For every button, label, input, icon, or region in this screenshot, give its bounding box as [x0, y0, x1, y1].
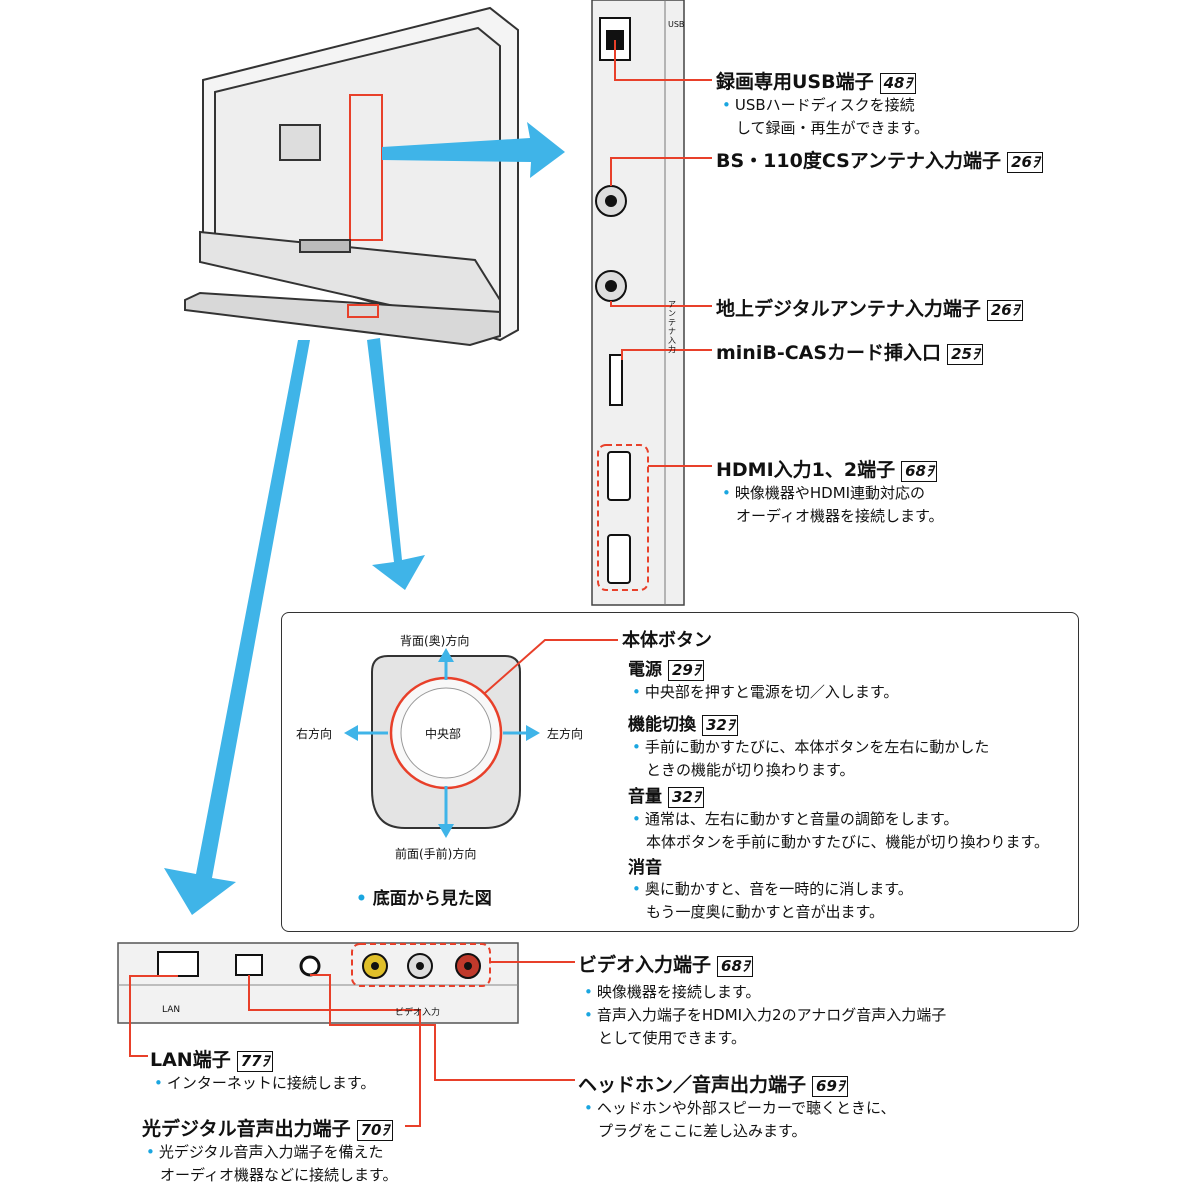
dir-front-label: 前面(手前)方向 — [395, 847, 477, 861]
side-leader-lines — [610, 40, 712, 467]
hdmi-title: HDMI入力1、2端子 — [716, 459, 896, 481]
mute-item: 消音 •奥に動かすと、音を一時的に消します。 もう一度奥に動かすと音が出ます。 — [628, 858, 913, 921]
dir-left-label: 左方向 — [547, 727, 584, 741]
center-label: 中央部 — [425, 727, 462, 741]
optical-title: 光デジタル音声出力端子 — [142, 1118, 351, 1140]
usb-desc-2: して録画・再生ができます。 — [736, 119, 930, 137]
button-heading: 本体ボタン — [622, 630, 712, 651]
caption: • 底面から見た図 — [356, 889, 492, 909]
bcas-title: miniB-CASカード挿入口 — [716, 342, 942, 364]
lan-title: LAN端子 — [150, 1049, 231, 1071]
video-title: ビデオ入力端子 — [578, 954, 712, 976]
terrestrial-title: 地上デジタルアンテナ入力端子 — [716, 298, 981, 320]
direction-arrows — [344, 648, 540, 838]
dir-right-label: 右方向 — [296, 727, 333, 741]
body-button-panel — [281, 612, 1079, 932]
button-leader-line — [484, 639, 618, 694]
blue-arrow-down-large — [164, 340, 310, 915]
bs-ref-icon: 26ｦ — [1007, 152, 1044, 173]
blue-arrow-right — [382, 122, 565, 178]
bottom-leader-lines — [129, 961, 575, 1127]
dir-back-label: 背面(奥)方向 — [400, 634, 470, 648]
side-label-usb: USB — [668, 20, 685, 29]
bottom-label-video: ビデオ入力 — [395, 1008, 441, 1018]
optical-ref-icon: 70ｦ — [356, 1120, 394, 1141]
bottom-label-lan: LAN — [162, 1005, 181, 1015]
headphone-ref-icon: 69ｦ — [812, 1076, 849, 1097]
side-terminal-panel — [591, 0, 685, 606]
side-label-antenna: アンテナ入力 — [668, 300, 676, 354]
blue-arrow-down-small — [367, 338, 425, 590]
lan-ref-icon: 77ｦ — [236, 1051, 274, 1072]
terrestrial-ref-icon: 26ｦ — [986, 300, 1024, 321]
headphone-title: ヘッドホン／音声出力端子 — [578, 1074, 807, 1096]
hdmi-desc-2: オーディオ機器を接続します。 — [736, 507, 944, 525]
hdmi-desc-1: 映像機器やHDMI連動対応の — [734, 484, 926, 502]
hdmi-ref-icon: 68ｦ — [901, 461, 938, 482]
usb-title: 録画専用USB端子 — [716, 71, 874, 93]
usb-ref-icon: 48ｦ — [879, 73, 916, 94]
body-button-illustration — [371, 655, 521, 829]
video-ref-icon: 68ｦ — [717, 956, 754, 977]
usb-desc-1: USBハードディスクを接続 — [734, 96, 915, 114]
bs-title: BS・110度CSアンテナ入力端子 — [716, 150, 1002, 172]
bcas-ref-icon: 25ｦ — [947, 344, 984, 365]
tv-back-illustration — [184, 6, 519, 347]
